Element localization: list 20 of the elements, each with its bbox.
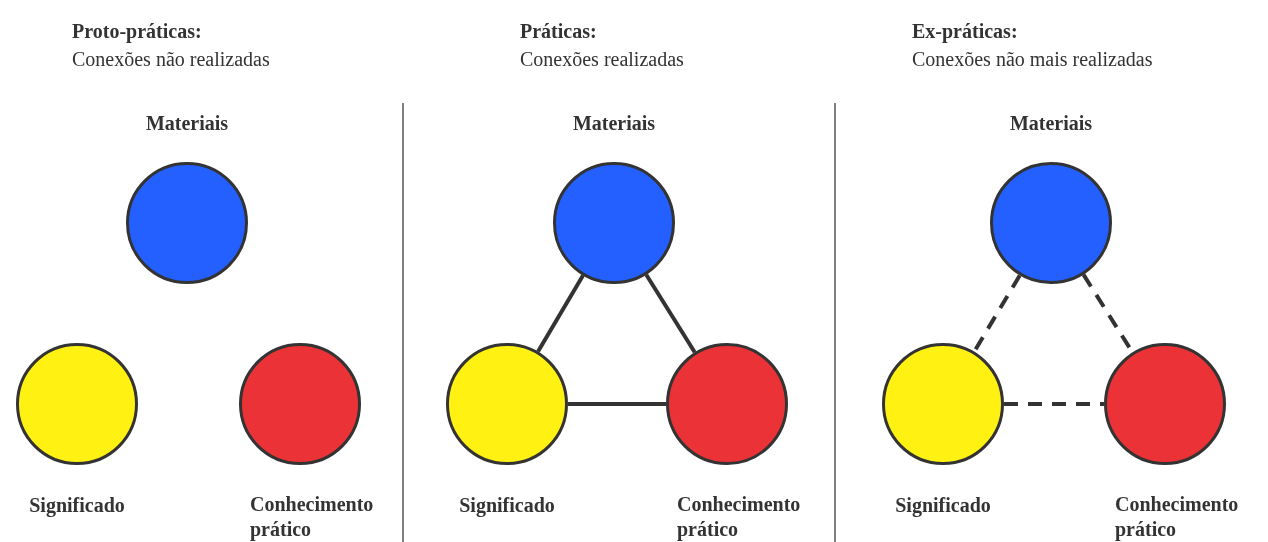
panel-heading: Proto-práticas: [72,19,202,44]
connector-line [1004,402,1104,406]
connector-line [568,402,666,406]
connector-line [536,274,585,353]
node-label: Materiais [1009,111,1093,136]
node-label: Significado [895,493,991,518]
panel-subtitle: Conexões não realizadas [72,47,270,72]
node-label: Materiais [572,111,656,136]
panel-heading: Práticas: [520,19,597,44]
node-label: Materiais [145,111,229,136]
connector-line [972,274,1022,353]
connector-line [644,273,697,354]
node-label: Conhecimento prático [1115,492,1240,542]
panel-subtitle: Conexões realizadas [520,47,684,72]
node-label: Conhecimento prático [250,492,375,542]
node-label: Conhecimento prático [677,492,802,542]
node-label: Significado [459,493,555,518]
panel-heading: Ex-práticas: [912,19,1018,44]
node-label: Significado [29,493,125,518]
panel-subtitle: Conexões não mais realizadas [912,47,1153,72]
